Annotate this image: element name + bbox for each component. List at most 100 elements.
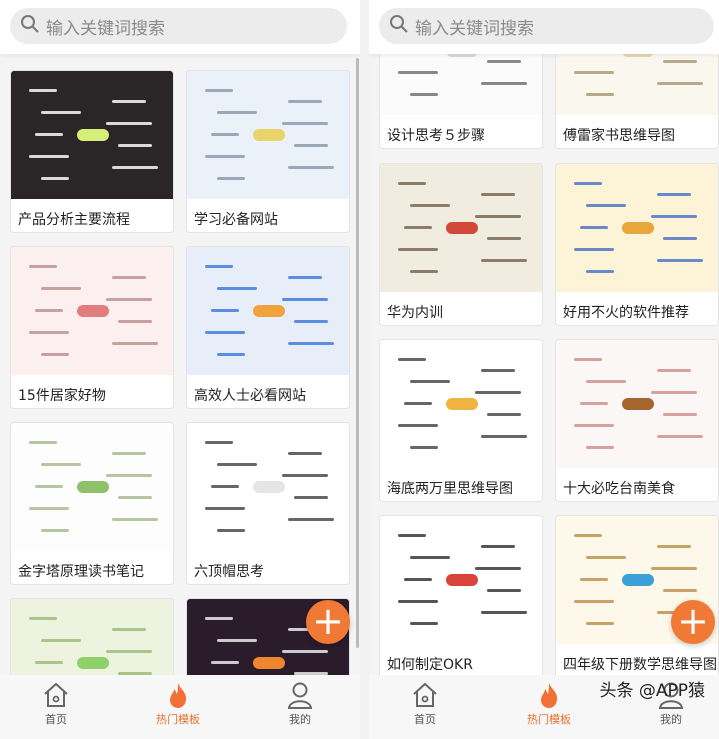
create-fab-button[interactable]: +	[306, 600, 350, 644]
search-input[interactable]: 输入关键词搜索	[379, 8, 714, 44]
template-card[interactable]: 高效人士必看网站	[186, 246, 350, 409]
mindmap-node	[657, 193, 691, 196]
mindmap-center-node	[77, 305, 109, 317]
template-title: 高效人士必看网站	[194, 388, 306, 404]
mindmap-node	[217, 353, 245, 356]
nav-item-home[interactable]: 首页	[385, 681, 465, 727]
mindmap-node	[29, 441, 57, 444]
mindmap-node	[288, 628, 322, 631]
mindmap-node	[211, 485, 239, 488]
search-placeholder: 输入关键词搜索	[415, 18, 534, 39]
mindmap-node	[398, 600, 438, 603]
template-card[interactable]: 如何制定OKR	[379, 515, 543, 678]
nav-item-home[interactable]: 首页	[16, 681, 96, 727]
nav-label: 我的	[660, 713, 682, 726]
nav-item-user[interactable]: 我的	[631, 681, 711, 727]
mindmap-node	[112, 342, 158, 345]
mindmap-node	[288, 276, 322, 279]
mindmap-node	[586, 622, 614, 625]
mindmap-node	[217, 287, 257, 290]
mindmap-node	[106, 298, 152, 301]
mindmap-node	[294, 672, 328, 675]
mindmap-node	[481, 545, 515, 548]
nav-item-fire[interactable]: 热门模板	[138, 681, 218, 727]
template-card[interactable]: 四年级下册数学思维导图	[555, 515, 719, 678]
mindmap-node	[475, 391, 521, 394]
template-thumbnail	[380, 340, 542, 468]
search-icon	[20, 14, 46, 39]
mindmap-node	[404, 578, 432, 581]
mindmap-node	[487, 237, 521, 240]
template-card[interactable]: 金字塔原理读书笔记	[10, 422, 174, 585]
mindmap-center-node	[446, 222, 478, 234]
mindmap-node	[211, 133, 239, 136]
mindmap-node	[217, 529, 245, 532]
mindmap-node	[475, 215, 521, 218]
mindmap-node	[657, 82, 703, 85]
mindmap-node	[41, 639, 81, 642]
mindmap-center-node	[77, 129, 109, 141]
template-card[interactable]: 华为内训	[379, 163, 543, 326]
mindmap-node	[29, 89, 57, 92]
template-thumbnail	[187, 71, 349, 199]
mindmap-node	[574, 182, 602, 185]
nav-label: 热门模板	[156, 713, 200, 726]
mindmap-node	[398, 182, 426, 185]
mindmap-node	[586, 446, 614, 449]
mindmap-node	[205, 507, 245, 510]
mindmap-node	[288, 100, 322, 103]
template-card[interactable]: 学习必备网站	[186, 70, 350, 233]
mindmap-node	[29, 507, 69, 510]
user-icon	[260, 681, 340, 709]
mindmap-node	[580, 578, 608, 581]
template-title: 如何制定OKR	[387, 657, 473, 673]
template-title: 四年级下册数学思维导图	[563, 657, 717, 673]
mindmap-node	[112, 100, 146, 103]
template-card[interactable]: 六顶帽思考	[186, 422, 350, 585]
plus-icon: +	[312, 599, 344, 643]
template-title: 傅雷家书思维导图	[563, 128, 675, 144]
template-title: 产品分析主要流程	[18, 212, 130, 228]
mindmap-node	[580, 226, 608, 229]
nav-item-fire[interactable]: 热门模板	[509, 681, 589, 727]
mindmap-node	[410, 270, 438, 273]
mindmap-node	[481, 259, 527, 262]
home-icon	[385, 681, 465, 709]
template-card[interactable]: 十大必吃台南美食	[555, 339, 719, 502]
mindmap-node	[481, 369, 515, 372]
mindmap-node	[404, 402, 432, 405]
template-title: 海底两万里思维导图	[387, 481, 513, 497]
mindmap-node	[35, 309, 63, 312]
mindmap-node	[398, 424, 438, 427]
mindmap-node	[663, 413, 697, 416]
mindmap-node	[398, 248, 438, 251]
mindmap-node	[282, 122, 328, 125]
template-card[interactable]: 好用不火的软件推荐	[555, 163, 719, 326]
template-card[interactable]: 海底两万里思维导图	[379, 339, 543, 502]
scrollbar[interactable]	[356, 58, 359, 648]
mindmap-node	[574, 600, 614, 603]
mindmap-center-node	[446, 574, 478, 586]
template-title: 十大必吃台南美食	[563, 481, 675, 497]
mindmap-node	[217, 111, 257, 114]
mindmap-node	[29, 265, 57, 268]
user-icon	[631, 681, 711, 709]
mindmap-node	[217, 463, 257, 466]
mindmap-node	[574, 358, 602, 361]
bottom-nav: 首页热门模板我的	[369, 675, 719, 739]
mindmap-node	[29, 617, 57, 620]
template-thumbnail	[556, 164, 718, 292]
template-title: 六顶帽思考	[194, 564, 264, 580]
search-input[interactable]: 输入关键词搜索	[10, 8, 347, 44]
mindmap-node	[410, 380, 450, 383]
mindmap-center-node	[622, 222, 654, 234]
template-card[interactable]: 15件居家好物	[10, 246, 174, 409]
mindmap-center-node	[622, 574, 654, 586]
template-card[interactable]: 产品分析主要流程	[10, 70, 174, 233]
nav-item-user[interactable]: 我的	[260, 681, 340, 727]
mindmap-node	[586, 93, 614, 96]
mindmap-node	[398, 358, 426, 361]
mindmap-node	[657, 369, 691, 372]
template-thumbnail	[187, 247, 349, 375]
create-fab-button[interactable]: +	[671, 600, 715, 644]
